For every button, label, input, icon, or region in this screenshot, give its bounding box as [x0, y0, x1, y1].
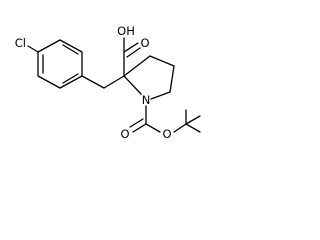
bond-ar-1 — [37, 39, 61, 53]
bond-ccarb-o-a — [132, 123, 147, 133]
bond-ar-4 — [59, 75, 83, 89]
chlorophenyl-ring — [37, 39, 83, 89]
bond-ch2-c2 — [103, 75, 125, 89]
bond-cq-me1 — [185, 115, 201, 125]
atom-label-ring-n: N — [142, 93, 151, 107]
bond-cq-me2 — [185, 123, 201, 133]
bond-c-cl — [27, 45, 39, 53]
bond-c4-c5 — [169, 65, 175, 93]
bond-ar-double-2 — [62, 73, 79, 84]
atom-label-carboxyl-o: O — [140, 36, 149, 50]
bond-ar-ch2 — [81, 75, 105, 89]
pyrrolidine-ring — [123, 55, 175, 100]
bond-ar-5 — [37, 75, 61, 89]
bond-ccooh-o-a — [123, 42, 139, 53]
atom-label-carbamate-o: O — [120, 127, 129, 141]
bond-c3-c4 — [149, 55, 175, 67]
bond-ar-2 — [59, 39, 83, 53]
bond-ccarb-oester — [145, 123, 161, 133]
structure-diagram: Cl OH O N O O — [0, 0, 236, 154]
atom-label-cl: Cl — [15, 36, 26, 50]
bond-n-c2 — [123, 75, 142, 95]
atom-label-ester-o: O — [162, 127, 171, 141]
bond-ccarb-o-b — [129, 118, 144, 128]
bond-ar-double-1 — [62, 44, 79, 55]
bond-c2-c3 — [123, 55, 151, 77]
molecule-canvas: Cl OH O N O O — [15, 24, 201, 141]
bond-oester-cq — [173, 123, 187, 133]
bond-ccooh-o-b — [126, 47, 141, 58]
atom-label-carboxyl-oh: OH — [117, 24, 135, 38]
bond-c5-n — [150, 91, 171, 100]
